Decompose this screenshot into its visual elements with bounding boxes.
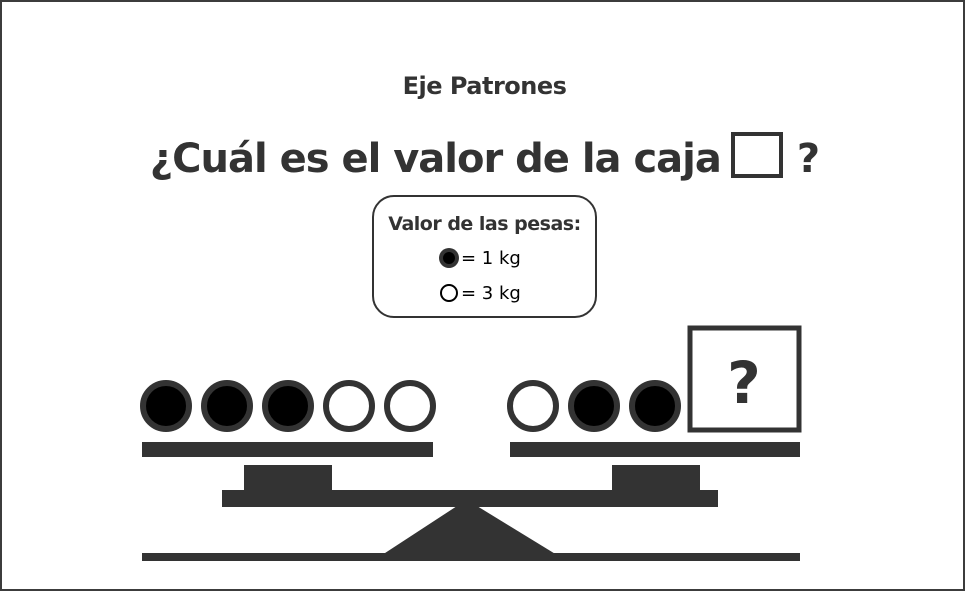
white-weight-icon [384,380,436,432]
black-weight-icon [262,380,314,432]
legend-white-label: = 3 kg [461,283,521,304]
white-weight-icon [440,284,458,302]
legend-black-label: = 1 kg [461,248,521,269]
legend-row-black: = 1 kg [440,248,521,270]
right-pan-weights [507,380,681,432]
scale-beam [222,490,718,507]
left-pan-weights [140,380,436,432]
question-mark: ? [796,136,820,182]
ground-line [142,553,800,561]
mystery-box [687,325,802,433]
legend-row-white: = 3 kg [440,283,521,305]
question-text: ¿Cuál es el valor de la caja [149,136,722,182]
left-pan-support [244,465,332,491]
fulcrum [382,506,557,555]
black-weight-icon [140,380,192,432]
weights-legend: Valor de las pesas: [372,195,597,318]
mystery-box-label: ? [727,349,761,417]
subtitle: Eje Patrones [402,72,567,100]
black-weight-icon [201,380,253,432]
legend-title: Valor de las pesas: [388,213,581,235]
black-weight-icon [568,380,620,432]
black-weight-icon [629,380,681,432]
left-pan [142,442,433,457]
white-weight-icon [323,380,375,432]
black-weight-icon [440,249,458,267]
right-pan [510,442,800,457]
right-pan-support [612,465,700,491]
question-title: ¿Cuál es el valor de la caja? [2,132,963,182]
white-weight-icon [507,380,559,432]
box-symbol-icon [730,132,783,178]
